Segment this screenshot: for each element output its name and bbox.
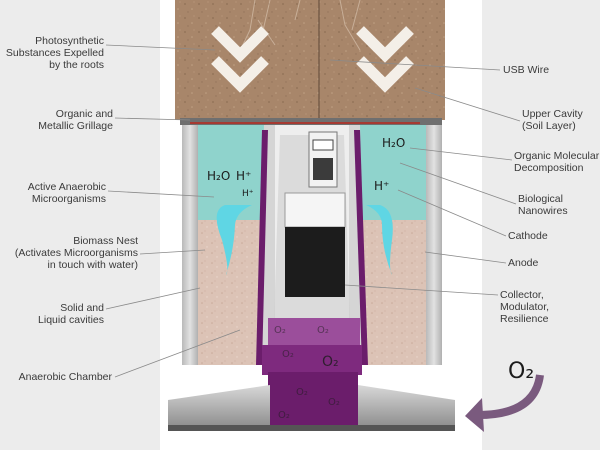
down-chevrons-right [356, 26, 414, 93]
label-photosynthetic-substances: Photosynthetic Substances Expelled by th… [5, 35, 104, 71]
tray-left [168, 385, 270, 428]
water-right-label: H₂O [382, 136, 405, 150]
electrode-left [256, 130, 268, 365]
oxygen-arrow [477, 374, 544, 419]
leader-lines-right [329, 59, 521, 296]
oxygen-label-2: O₂ [317, 325, 329, 336]
left-chamber [198, 125, 264, 365]
label-usb-wire: USB Wire [503, 64, 550, 76]
electrode-right [354, 130, 368, 365]
label-solid-liquid-cavities: Solid and Liquid cavities [38, 302, 104, 326]
oxygen-label-5: O₂ [278, 410, 290, 421]
leader-lines-left [105, 44, 241, 378]
right-chamber [360, 125, 426, 365]
label-upper-cavity: Upper Cavity (Soil Layer) [522, 108, 583, 132]
label-collector: Collector, Modulator, Resilience [500, 289, 550, 325]
modulator-box [284, 192, 346, 228]
collector-battery [285, 227, 345, 297]
label-organic-molecular-decomposition: Organic Molecular Decomposition [514, 150, 600, 174]
water-left-label: H₂O [207, 169, 230, 183]
water-droplet-right [366, 205, 393, 275]
label-cathode: Cathode [508, 230, 548, 242]
hydrogen-ion-left-small: H⁺ [242, 189, 254, 199]
oxygen-label-3: O₂ [282, 349, 294, 360]
label-biomass-nest: Biomass Nest (Activates Microorganisms i… [14, 235, 138, 271]
outer-wall-right [426, 125, 442, 365]
oxygen-label-4: O₂ [296, 387, 308, 398]
oxygen-arrowhead [465, 398, 484, 432]
oxygen-label-6: O₂ [328, 397, 340, 408]
tray-base [168, 425, 455, 431]
label-organic-metallic-grillage: Organic and Metallic Grillage [38, 108, 113, 132]
center-column [274, 125, 350, 335]
hydrogen-ion-right-label: H⁺ [374, 179, 389, 193]
hydrogen-ion-left-label: H⁺ [236, 169, 251, 183]
outer-wall-left [182, 125, 198, 365]
oxygen-output-label: O₂ [508, 359, 534, 384]
label-biological-nanowires: Biological Nanowires [518, 193, 568, 217]
anaerobic-chamber-fill [262, 318, 362, 428]
oxygen-label-1: O₂ [274, 325, 286, 336]
label-anode: Anode [508, 257, 539, 269]
label-active-anaerobic-microorganisms: Active Anaerobic Microorganisms [27, 181, 106, 205]
water-droplet-left [216, 205, 252, 275]
label-anaerobic-chamber: Anaerobic Chamber [18, 371, 112, 383]
tray-right [358, 385, 455, 428]
grillage-bar [180, 118, 442, 125]
oxygen-label-big: O₂ [322, 354, 339, 370]
down-chevrons-left [211, 26, 269, 93]
